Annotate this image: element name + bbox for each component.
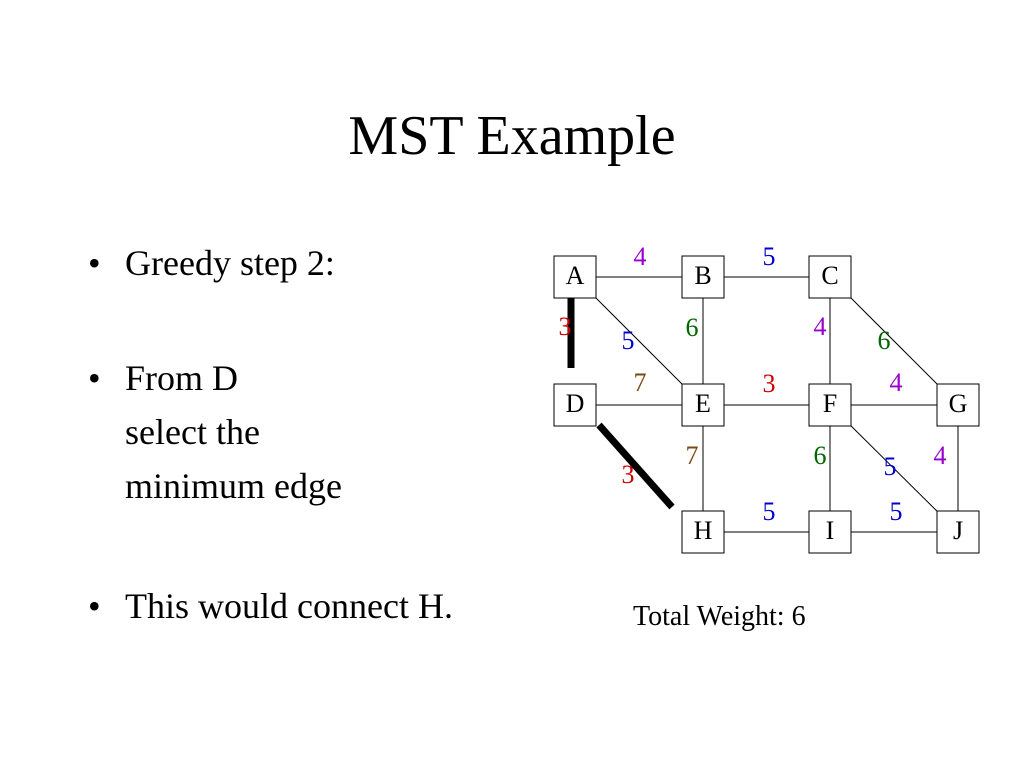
node-label: B (694, 261, 711, 290)
node-e: E (681, 383, 725, 427)
node-box (808, 510, 852, 554)
edge-weight-label: 4 (890, 368, 903, 397)
node-label: F (823, 389, 837, 418)
node-label: A (566, 261, 585, 290)
node-label: C (821, 261, 838, 290)
edge-weight-label: 5 (890, 497, 903, 526)
edge-weight-label: 7 (686, 441, 699, 470)
bullet-dot: • (88, 243, 101, 283)
node-b: B (681, 255, 725, 299)
edges-layer (567, 276, 959, 533)
node-box (553, 383, 597, 427)
node-label: J (953, 516, 963, 545)
edge-weight-label: 7 (634, 368, 647, 397)
edge-weight-label: 3 (559, 312, 572, 341)
bullet-text-line: select the (125, 412, 260, 452)
edge-a-e (595, 297, 683, 385)
node-i: I (808, 510, 852, 554)
bullet-text: Greedy step 2: (125, 243, 335, 283)
edge-weight-label: 5 (763, 242, 776, 271)
bullet-text-line: From D (125, 358, 239, 398)
slide-title: MST Example (348, 105, 676, 167)
node-label: I (826, 516, 835, 545)
node-box (808, 383, 852, 427)
node-box (936, 383, 980, 427)
node-box (808, 255, 852, 299)
node-g: G (936, 383, 980, 427)
nodes-layer: A B C D E F G H I J (553, 255, 980, 554)
node-j: J (936, 510, 980, 554)
node-box (681, 510, 725, 554)
edge-weight-label: 6 (814, 441, 827, 470)
bullet-dot: • (88, 586, 101, 626)
edge-weight-label: 4 (814, 312, 827, 341)
node-a: A (553, 255, 597, 299)
bullet-dot: • (88, 358, 101, 398)
total-weight-label: Total Weight: 6 (633, 601, 806, 632)
edge-weight-label: 5 (622, 326, 635, 355)
edge-weight-label: 6 (878, 326, 891, 355)
node-box (936, 510, 980, 554)
mst-edge-d-h (596, 422, 675, 510)
bullet-text: This would connect H. (125, 586, 453, 626)
node-box (681, 255, 725, 299)
edge-weight-label: 3 (763, 369, 776, 398)
node-h: H (681, 510, 725, 554)
edge-weight-label: 4 (634, 242, 647, 271)
edge-weight-label: 3 (622, 460, 635, 489)
edge-weight-label: 5 (763, 497, 776, 526)
node-label: E (695, 389, 711, 418)
bullet-text-line: minimum edge (125, 466, 342, 506)
node-box (553, 255, 597, 299)
node-box (681, 383, 725, 427)
node-label: G (949, 389, 968, 418)
node-c: C (808, 255, 852, 299)
weights-layer: 4 5 3 5 6 4 6 7 3 4 3 7 6 5 4 5 5 (559, 242, 947, 526)
node-f: F (808, 383, 852, 427)
edge-weight-label: 5 (884, 452, 897, 481)
node-d: D (553, 383, 597, 427)
edge-c-g (850, 297, 938, 385)
edge-f-j (850, 425, 938, 512)
edge-weight-label: 4 (934, 441, 947, 470)
node-label: H (694, 516, 713, 545)
node-label: D (566, 389, 585, 418)
edge-weight-label: 6 (686, 313, 699, 342)
